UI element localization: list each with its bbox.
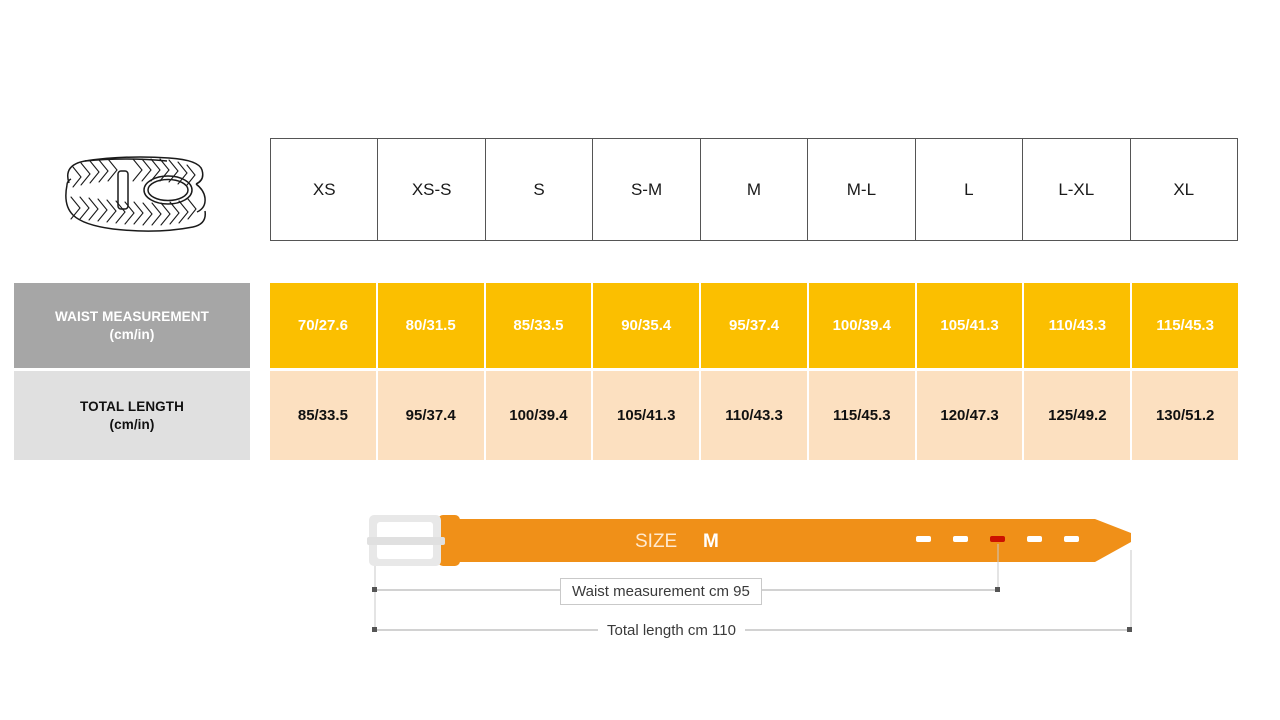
size-header-cell: M-L: [807, 138, 916, 241]
waist-value-cell: 85/33.5: [485, 283, 592, 368]
row-label-units: (cm/in): [109, 416, 155, 432]
dimension-tick: [372, 587, 377, 592]
waist-dimension-label: Waist measurement cm 95: [560, 578, 762, 605]
belt-hole: [1064, 536, 1079, 542]
size-header-table: XS XS-S S S-M M M-L L L-XL XL: [270, 138, 1238, 241]
waist-value-cell: 100/39.4: [808, 283, 915, 368]
row-label-title: WAIST MEASUREMENT: [55, 308, 209, 324]
belt-size-prefix: SIZE: [635, 531, 677, 552]
size-header-cell: S-M: [592, 138, 701, 241]
total-length-value-cell: 120/47.3: [916, 371, 1023, 460]
length-dimension-label: Total length cm 110: [598, 621, 745, 640]
belt-strap: [450, 519, 1131, 562]
size-header-cell: L-XL: [1022, 138, 1131, 241]
waist-value-cell: 110/43.3: [1024, 283, 1131, 368]
waist-value-cells: 70/27.6 80/31.5 85/33.5 90/35.4 95/37.4 …: [270, 283, 1239, 368]
total-length-value-cell: 95/37.4: [377, 371, 484, 460]
dimension-tick: [372, 627, 377, 632]
total-length-value-cell: 115/45.3: [808, 371, 915, 460]
belt-hole: [916, 536, 931, 542]
dimension-tick: [995, 587, 1000, 592]
size-header-cell: XS: [270, 138, 379, 241]
size-header-cell: S: [484, 138, 594, 241]
row-label-units: (cm/in): [109, 326, 155, 342]
total-length-value-cells: 85/33.5 95/37.4 100/39.4 105/41.3 110/43…: [270, 371, 1239, 460]
size-header-cell: L: [914, 138, 1024, 241]
waist-measurement-label: WAIST MEASUREMENT (cm/in): [14, 283, 250, 368]
total-length-value-cell: 130/51.2: [1132, 371, 1239, 460]
waist-value-cell: 115/45.3: [1132, 283, 1239, 368]
total-length-value-cell: 105/41.3: [593, 371, 700, 460]
belt-hole: [1027, 536, 1042, 542]
waist-value-cell: 95/37.4: [701, 283, 807, 368]
belt-hole-active: [990, 536, 1005, 542]
waist-measurement-row: WAIST MEASUREMENT (cm/in) 70/27.6 80/31.…: [14, 283, 1239, 368]
dimension-labels: Waist measurement cm 95 Total length cm …: [355, 560, 1155, 650]
belt-hole: [953, 536, 968, 542]
waist-value-cell: 90/35.4: [593, 283, 700, 368]
total-length-row: TOTAL LENGTH (cm/in) 85/33.5 95/37.4 100…: [14, 371, 1239, 460]
braided-belt-icon: [65, 156, 206, 232]
size-header-cell: XS-S: [377, 138, 486, 241]
size-header-cell: XL: [1129, 138, 1238, 241]
total-length-value-cell: 110/43.3: [701, 371, 807, 460]
belt-keeper-loop: [438, 515, 460, 566]
dimension-tick: [1127, 627, 1132, 632]
belt-size-value: M: [703, 531, 719, 552]
row-label-title: TOTAL LENGTH: [80, 398, 184, 414]
total-length-value-cell: 85/33.5: [270, 371, 376, 460]
buckle-prong-bar: [367, 537, 445, 545]
total-length-value-cell: 100/39.4: [485, 371, 592, 460]
waist-value-cell: 80/31.5: [377, 283, 484, 368]
total-length-label: TOTAL LENGTH (cm/in): [14, 371, 250, 460]
waist-value-cell: 105/41.3: [916, 283, 1023, 368]
total-length-value-cell: 125/49.2: [1024, 371, 1131, 460]
waist-value-cell: 70/27.6: [270, 283, 376, 368]
braided-belt-illustration: [55, 145, 215, 240]
size-header-cell: M: [699, 138, 809, 241]
